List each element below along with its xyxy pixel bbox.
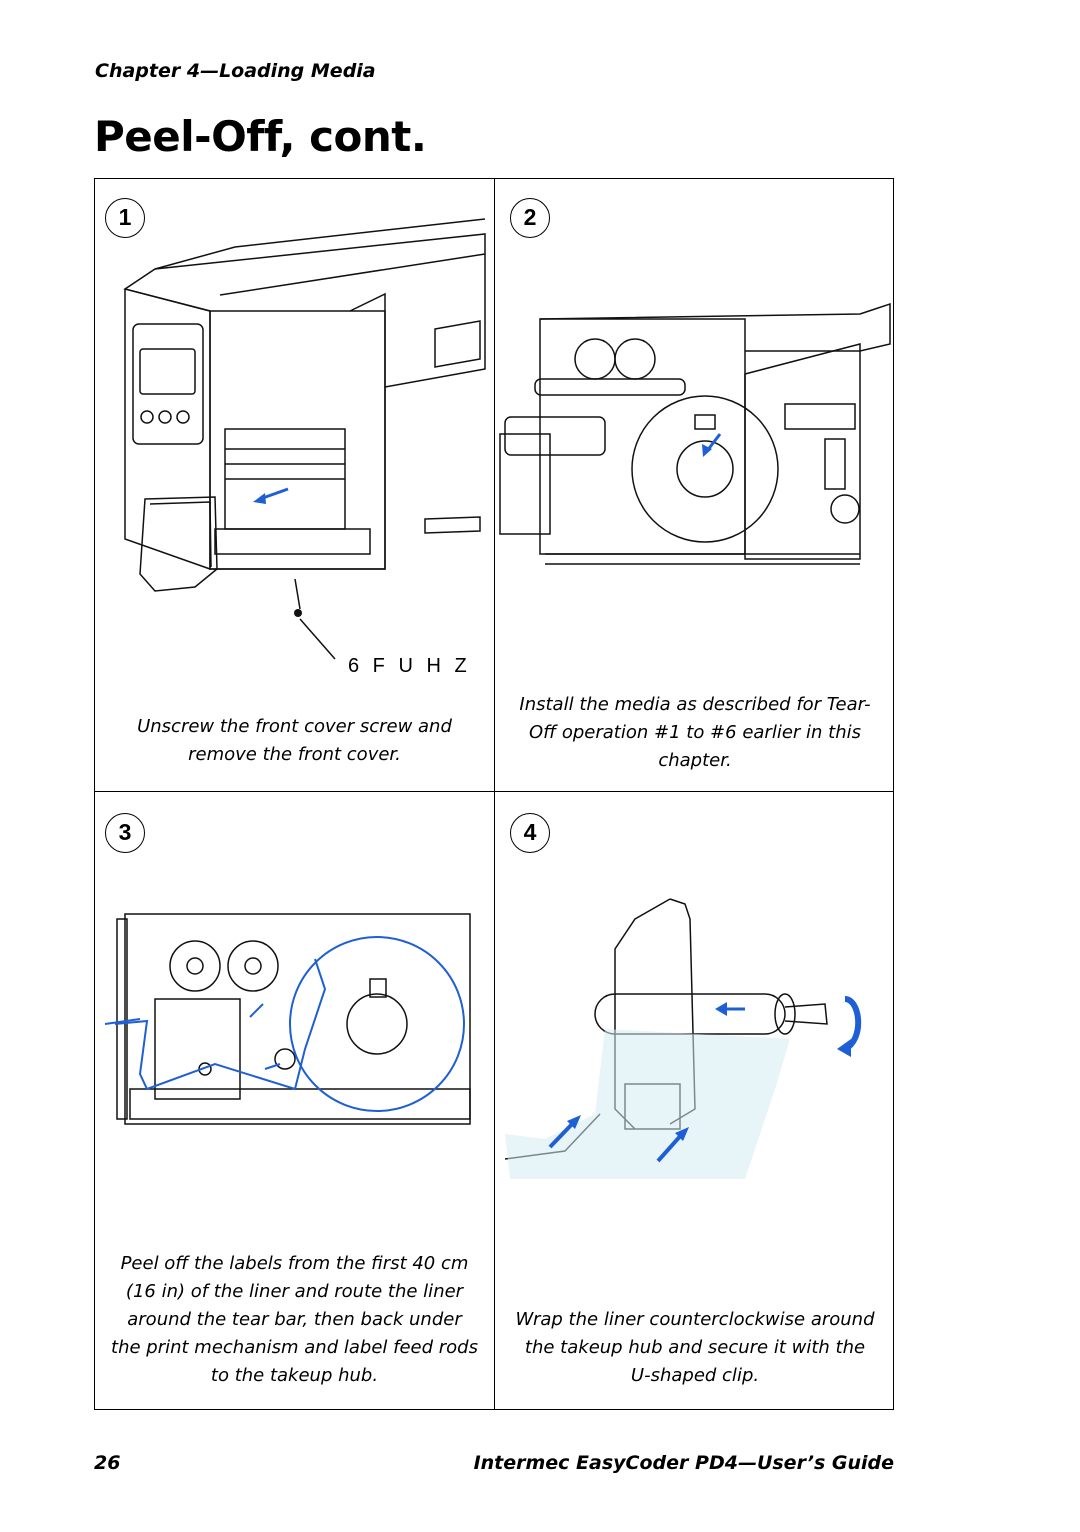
step-number-4: 4 [510,813,550,853]
step-2-caption-line: Install the media as described for Tear- [519,694,871,715]
step-4-caption-line: U-shaped clip. [630,1365,760,1386]
step-2-caption: Install the media as described for Tear-… [495,691,895,775]
step-number-1: 1 [105,198,145,238]
grid-divider-vertical [494,179,495,1409]
step-4-caption: Wrap the liner counterclockwise around t… [495,1306,895,1390]
step-3-caption-line: around the tear bar, then back under [127,1309,462,1330]
chapter-header: Chapter 4—Loading Media [95,60,376,82]
step-1-caption-line: remove the front cover. [188,744,401,765]
printer-front-cover-illustration [123,218,486,660]
takeup-hub-wrap-illustration [504,898,862,1179]
step-number-3: 3 [105,813,145,853]
step-3-caption-line: the print mechanism and label feed rods [111,1337,478,1358]
steps-grid: 1 6 F U H Z U [94,178,894,1410]
step-2-caption-line: Off operation #1 to #6 earlier in this [528,722,861,743]
step-3-caption-line: to the takeup hub. [210,1365,379,1386]
step-3-caption-line: Peel off the labels from the first 40 cm [120,1253,469,1274]
printer-media-installed-illustration [499,302,891,565]
step-4-caption-line: the takeup hub and secure it with the [524,1337,866,1358]
step-1-caption: Unscrew the front cover screw and remove… [95,713,494,769]
step-1-caption-line: Unscrew the front cover screw and [137,716,452,737]
step-3-caption-line: (16 in) of the liner and route the liner [125,1281,464,1302]
step-2-caption-line: chapter. [658,750,732,771]
liner-routing-illustration [104,913,471,1125]
screw-callout-label: 6 F U H Z [348,655,471,677]
footer-doc-title: Intermec EasyCoder PD4—User’s Guide [473,1452,894,1474]
step-number-2: 2 [510,198,550,238]
page-title: Peel-Off, cont. [94,112,427,161]
page-number: 26 [94,1452,121,1474]
grid-divider-horizontal [95,791,893,792]
step-3-caption: Peel off the labels from the first 40 cm… [95,1250,494,1390]
step-4-caption-line: Wrap the liner counterclockwise around [515,1309,875,1330]
